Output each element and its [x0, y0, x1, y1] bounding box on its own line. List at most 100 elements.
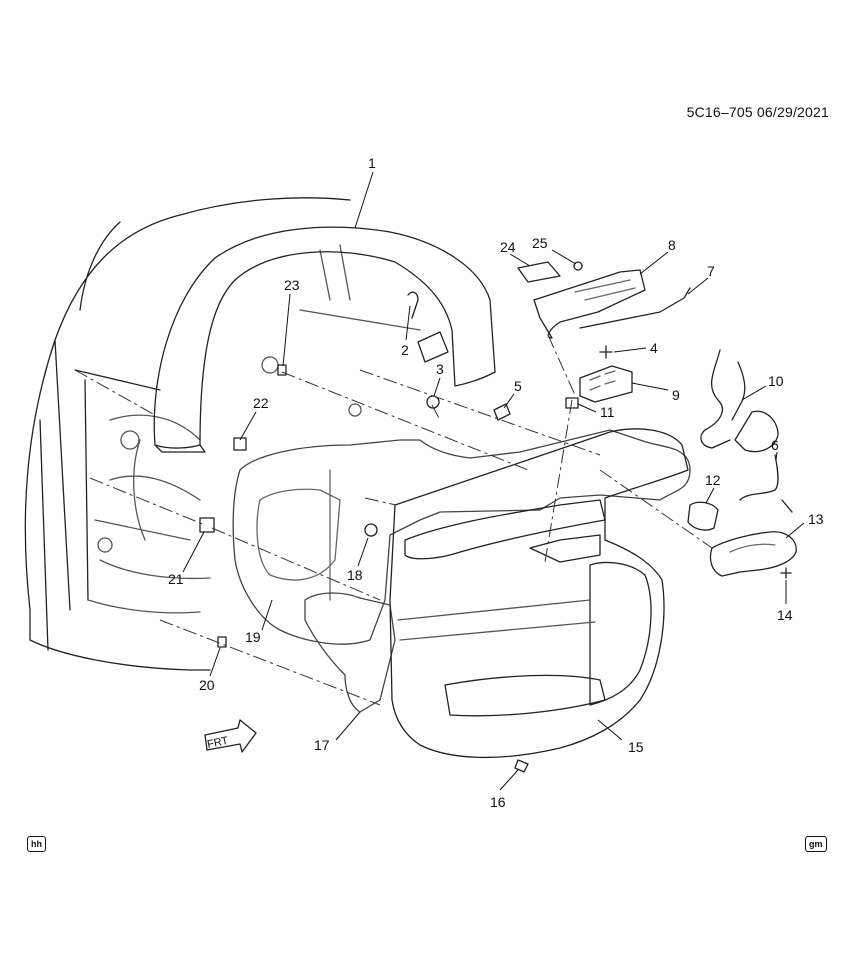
callout-5: 5 [514, 378, 522, 394]
screw [780, 567, 792, 579]
inside-handle-lever [729, 543, 776, 553]
front-arrow [204, 719, 257, 753]
callout-17: 17 [314, 737, 330, 753]
leader-line-18 [357, 537, 369, 567]
callout-12: 12 [705, 472, 721, 488]
leader-line-15 [597, 719, 623, 741]
callout-22: 22 [253, 395, 269, 411]
door-trim-panel [389, 428, 689, 759]
leader-line-7 [687, 277, 709, 295]
callout-2: 2 [401, 342, 409, 358]
door-inner-structure [87, 414, 211, 614]
insulator [304, 592, 396, 713]
callout-6: 6 [771, 437, 779, 453]
door-lock-switch [687, 501, 719, 531]
clip [565, 397, 579, 409]
wiring-harness [700, 349, 779, 453]
callout-3: 3 [436, 361, 444, 377]
leader-line-22 [239, 411, 257, 441]
callout-8: 8 [668, 237, 676, 253]
leader-line-24 [509, 253, 531, 267]
door-inner-hole [261, 356, 279, 374]
callout-18: 18 [347, 567, 363, 583]
water-deflector-inner [256, 469, 341, 601]
door-frame [24, 197, 351, 671]
door-trim-handle-bezel [529, 534, 601, 563]
assembly-line [74, 369, 156, 416]
leader-line-10 [741, 385, 767, 401]
assembly-line [599, 469, 713, 549]
window-switch [579, 365, 633, 403]
door-inner-hole [348, 403, 362, 417]
assembly-line [544, 399, 573, 563]
callout-10: 10 [768, 373, 784, 389]
upper-trim-arch-bottom [154, 444, 206, 453]
wire [739, 454, 793, 513]
leader-line-2 [405, 305, 411, 341]
callout-25: 25 [532, 235, 548, 251]
water-deflector [232, 429, 691, 645]
leader-line-6 [775, 451, 778, 461]
rod [579, 287, 691, 329]
door-window-channel [299, 244, 421, 331]
clip [277, 364, 287, 376]
hh-badge: hh [27, 836, 46, 852]
leader-line-13 [785, 522, 805, 539]
door-trim-lower-line [397, 599, 596, 641]
leader-line-11 [577, 403, 597, 413]
bracket [407, 291, 449, 363]
assembly-line [211, 527, 381, 601]
leader-line-17 [335, 711, 361, 741]
callout-24: 24 [500, 239, 516, 255]
door-inner-hole [120, 430, 140, 450]
callout-14: 14 [777, 607, 793, 623]
callout-1: 1 [368, 155, 376, 171]
leader-line-8 [639, 251, 669, 275]
retainer [493, 403, 511, 421]
pin [364, 523, 378, 537]
callout-4: 4 [650, 340, 658, 356]
screw [573, 261, 583, 271]
leader-line-4 [613, 347, 647, 353]
assembly-line [364, 497, 397, 506]
assembly-line [547, 334, 576, 396]
leader-line-9 [631, 382, 669, 391]
window-switch-bezel [533, 269, 646, 339]
window-switch-detail [589, 370, 616, 391]
assembly-line [281, 371, 529, 471]
callout-9: 9 [672, 387, 680, 403]
leader-line-1 [354, 171, 374, 229]
leader-line-20 [209, 647, 221, 677]
leader-line-25 [551, 249, 577, 265]
leader-line-21 [182, 531, 205, 573]
assembly-line [89, 477, 206, 526]
leader-line-3 [433, 377, 441, 397]
switch-pad [517, 261, 561, 283]
upper-trim-arch [153, 226, 496, 449]
assembly-line [159, 619, 381, 706]
door-inner-hole [97, 537, 113, 553]
leader-line-5 [503, 393, 515, 409]
callout-7: 7 [707, 263, 715, 279]
clip [233, 437, 247, 451]
front-direction-label: FRT [206, 735, 229, 751]
callout-19: 19 [245, 629, 261, 645]
assembly-line [359, 369, 601, 456]
inside-handle [709, 531, 797, 577]
leader-line-23 [282, 293, 291, 367]
callout-15: 15 [628, 739, 644, 755]
leader-line-19 [261, 599, 273, 631]
leader-line-12 [705, 487, 715, 504]
door-trim-upper-bolster [404, 499, 606, 560]
callout-21: 21 [168, 571, 184, 587]
pad [199, 517, 215, 533]
callout-13: 13 [808, 511, 824, 527]
gm-logo-badge: gm [805, 836, 827, 852]
callout-23: 23 [284, 277, 300, 293]
callout-20: 20 [199, 677, 215, 693]
diagram-reference-code: 5C16–705 06/29/2021 [686, 104, 829, 120]
door-trim-armrest [589, 561, 652, 706]
screw [514, 759, 529, 773]
